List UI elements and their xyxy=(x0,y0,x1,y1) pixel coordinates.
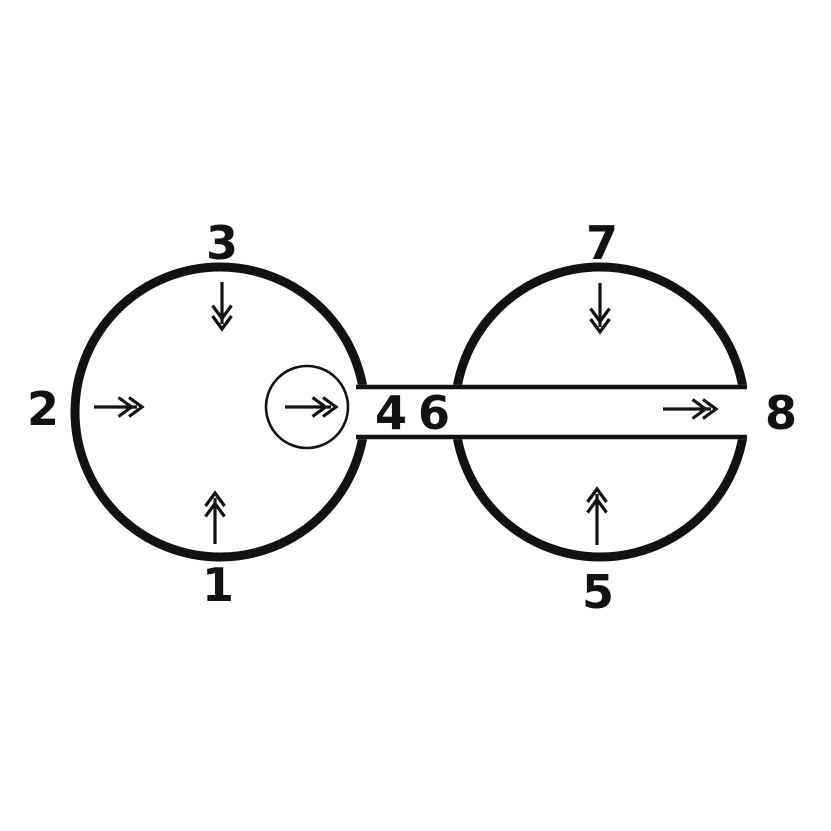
label-3: 3 xyxy=(206,216,238,270)
arrow-down-in-right-circle xyxy=(589,283,611,335)
label-2: 2 xyxy=(27,382,59,436)
arrow-right-in-left-circle xyxy=(94,396,145,418)
small-inner-circle xyxy=(264,364,350,450)
label-8: 8 xyxy=(765,386,797,440)
arrow-right-in-small-circle xyxy=(285,396,339,418)
label-5: 5 xyxy=(582,565,614,619)
channel-interior xyxy=(356,384,750,440)
label-1: 1 xyxy=(202,558,234,612)
label-7: 7 xyxy=(586,216,618,270)
label-4: 4 xyxy=(375,386,407,440)
arrow-up-in-left-circle xyxy=(204,490,226,544)
label-6: 6 xyxy=(418,386,450,440)
arrow-right-in-channel xyxy=(663,398,719,420)
arrow-down-in-left-circle xyxy=(211,282,233,332)
arrow-up-in-right-circle xyxy=(586,486,608,545)
left-circle xyxy=(70,262,370,562)
